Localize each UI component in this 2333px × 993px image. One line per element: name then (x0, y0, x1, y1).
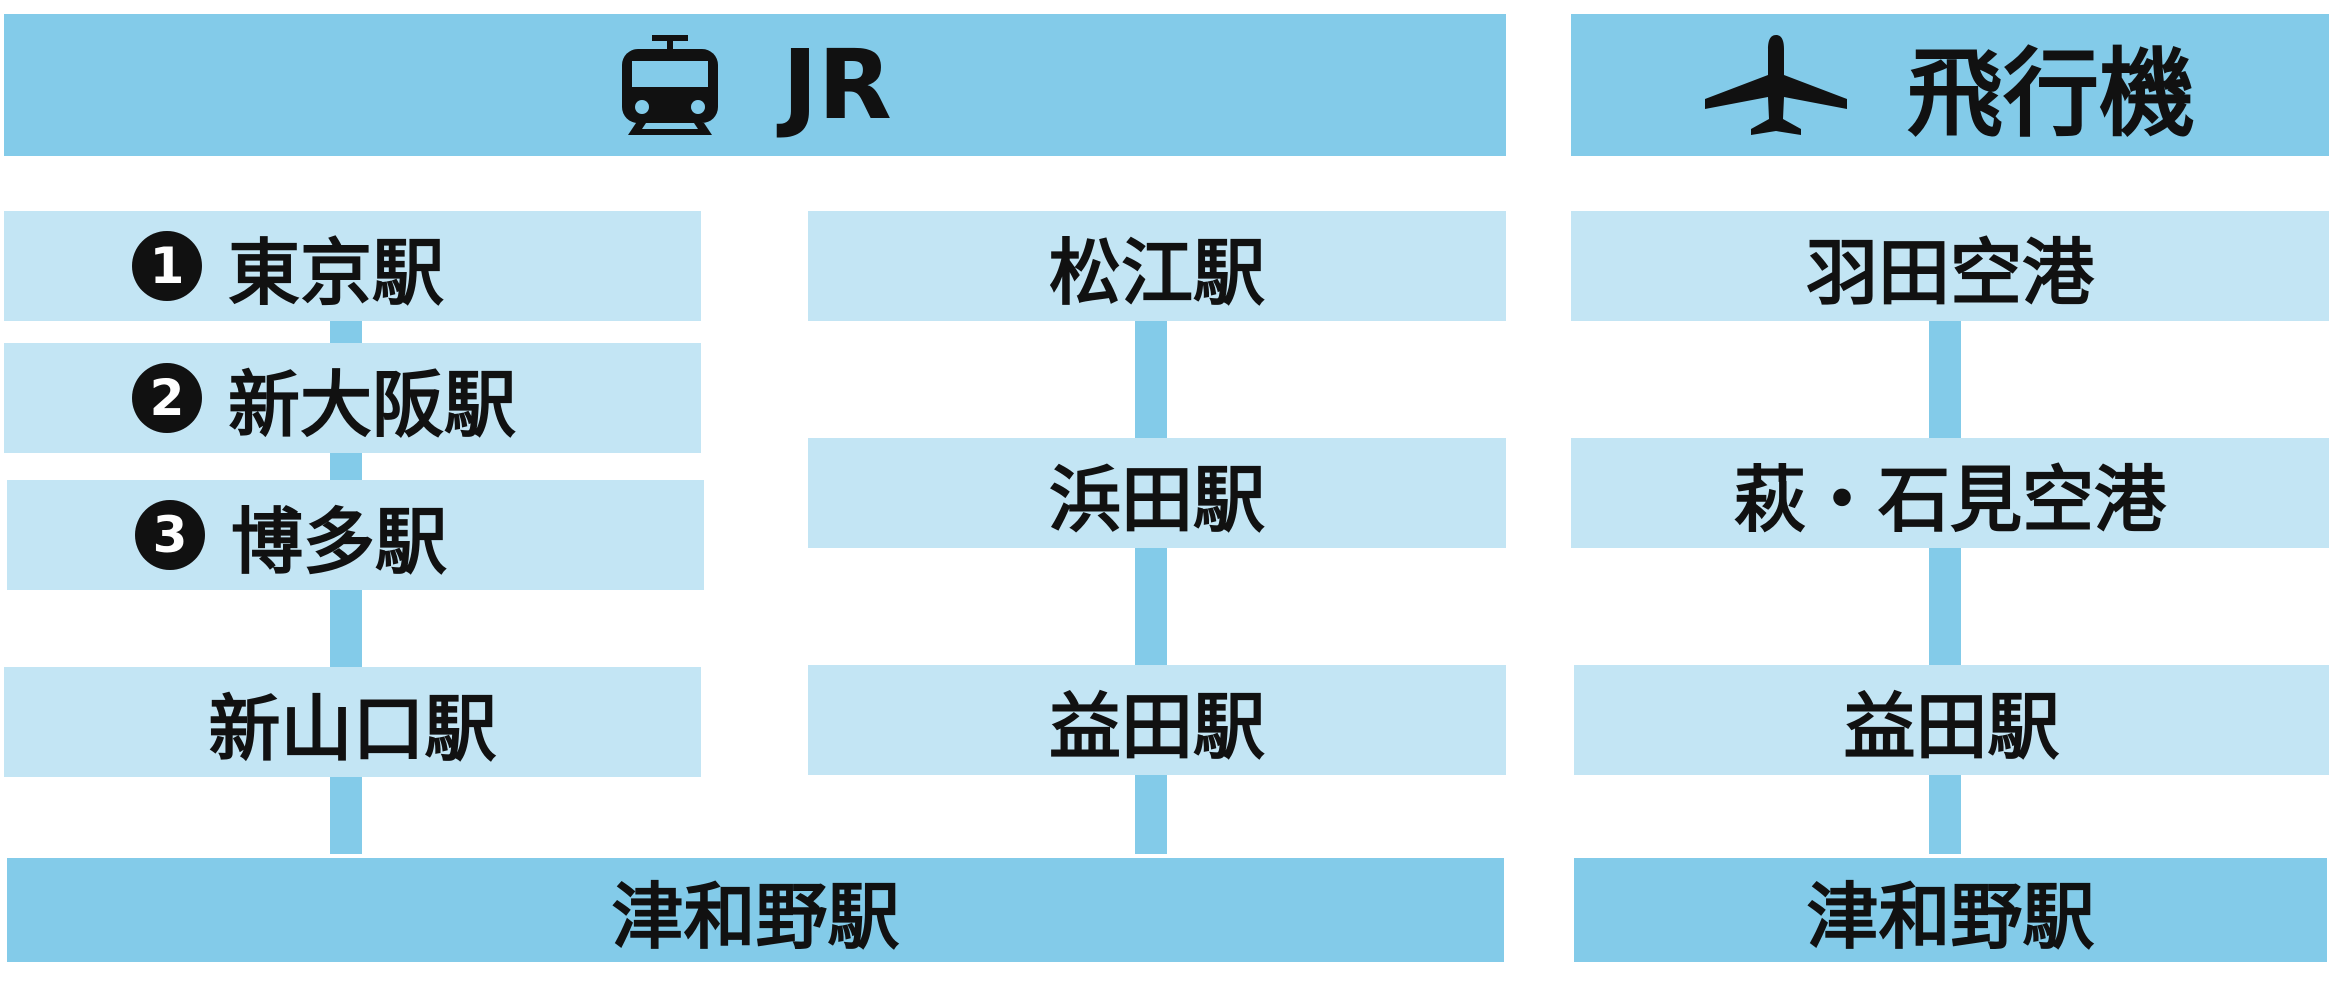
step-number-3: 3 (135, 500, 205, 570)
destination-label: 津和野駅 (1806, 874, 2095, 959)
station-shin-yamaguchi: 新山口駅 (4, 667, 701, 777)
step-number-1: 1 (132, 231, 202, 301)
jr-destination: 津和野駅 (7, 858, 1504, 962)
station-label: 博多駅 (231, 499, 448, 584)
station-label: 羽田空港 (1805, 230, 2094, 315)
airplane-icon (1705, 35, 1847, 135)
jr-header-label: JR (782, 29, 892, 141)
station-label: 東京駅 (228, 230, 445, 315)
station-label: 益田駅 (1843, 684, 2060, 769)
step-number-2: 2 (132, 363, 202, 433)
jr-header: JR (4, 14, 1506, 156)
train-icon (618, 35, 722, 135)
station-matsue: 松江駅 (808, 211, 1506, 321)
station-label: 新大阪駅 (228, 362, 517, 447)
plane-header-label: 飛行機 (1907, 37, 2195, 150)
destination-label: 津和野駅 (611, 874, 900, 959)
airport-hagi-iwami: 萩・石見空港 (1571, 438, 2329, 548)
station-label: 新山口駅 (208, 686, 497, 771)
station-tokyo: 1 東京駅 (4, 211, 701, 321)
station-hamada: 浜田駅 (808, 438, 1506, 548)
station-masuda-jr: 益田駅 (808, 665, 1506, 775)
station-label: 浜田駅 (1048, 457, 1265, 542)
plane-destination: 津和野駅 (1574, 858, 2327, 962)
station-label: 松江駅 (1048, 230, 1265, 315)
station-shin-osaka: 2 新大阪駅 (4, 343, 701, 453)
station-hakata: 3 博多駅 (7, 480, 704, 590)
station-label: 萩・石見空港 (1733, 457, 2166, 542)
airport-haneda: 羽田空港 (1571, 211, 2329, 321)
station-masuda-plane: 益田駅 (1574, 665, 2329, 775)
station-label: 益田駅 (1048, 684, 1265, 769)
plane-header: 飛行機 (1571, 14, 2329, 156)
